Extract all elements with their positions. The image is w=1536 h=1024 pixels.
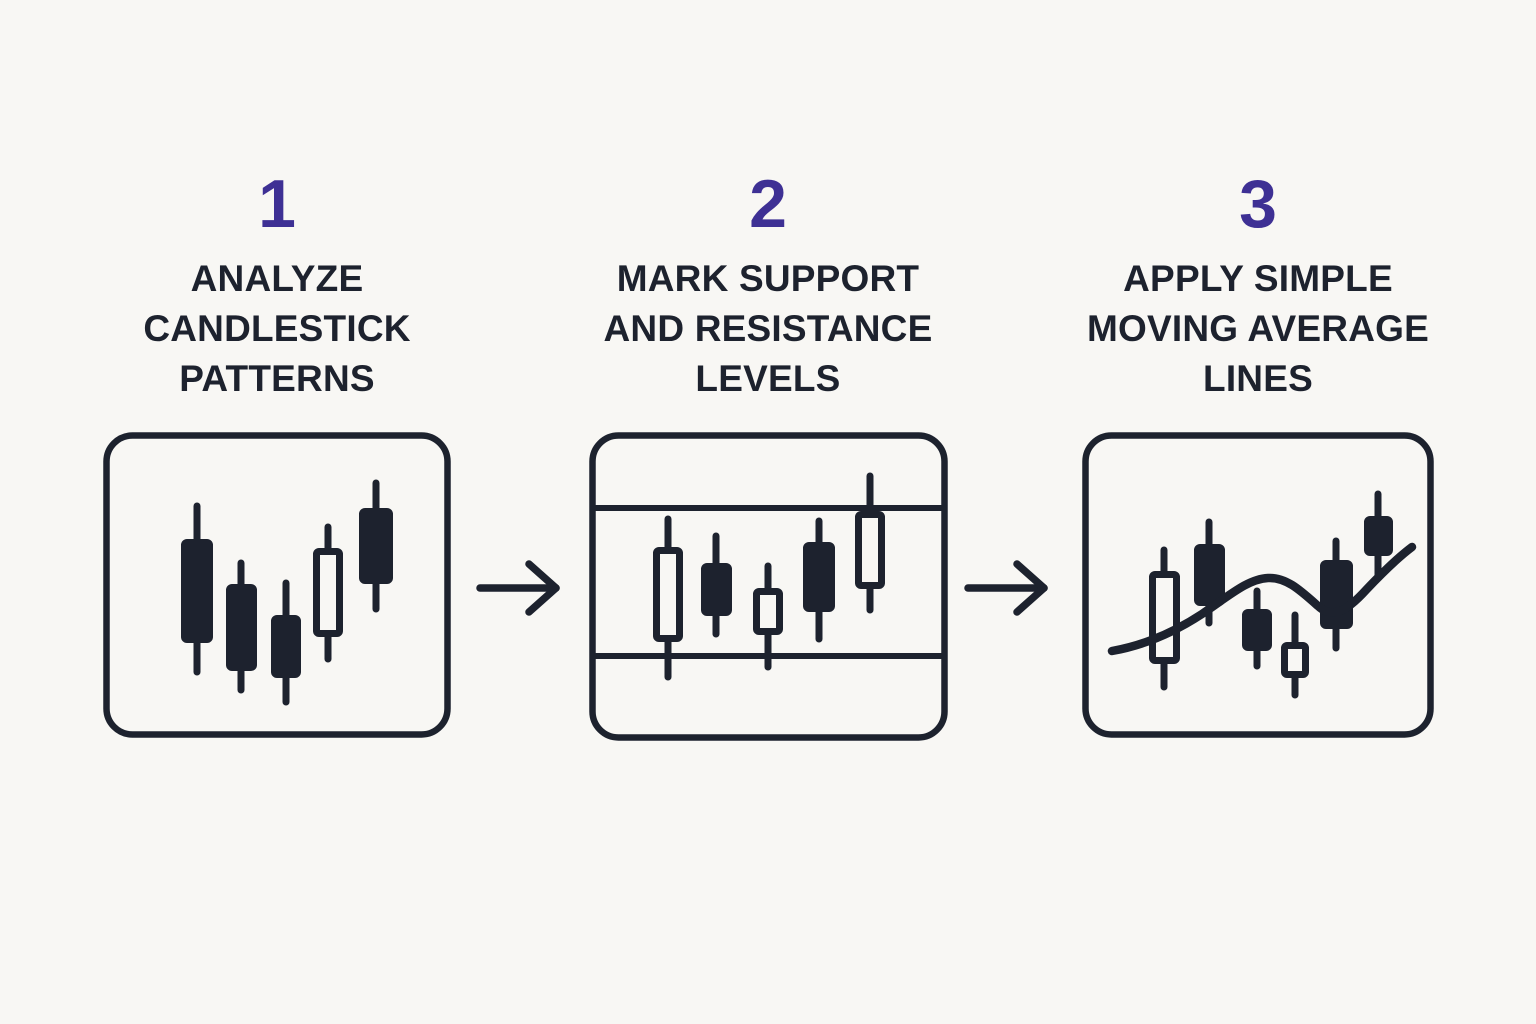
step-3-title-line-1: APPLY SIMPLE <box>1123 258 1393 299</box>
step-3-title-line-3: LINES <box>1203 358 1313 399</box>
step-3: 3 APPLY SIMPLE MOVING AVERAGE LINES <box>1038 166 1478 738</box>
step-1-title-line-2: CANDLESTICK <box>143 308 411 349</box>
step-2-title-line-1: MARK SUPPORT <box>616 258 920 299</box>
step-1: 1 ANALYZE CANDLESTICK PATTERNS <box>57 166 497 738</box>
step-2-title-line-2: AND RESISTANCE <box>603 308 933 349</box>
step-1-title: ANALYZE CANDLESTICK PATTERNS <box>143 254 410 404</box>
step-3-title-line-2: MOVING AVERAGE <box>1087 308 1429 349</box>
right-arrow-icon <box>472 560 568 616</box>
right-arrow-icon <box>960 560 1056 616</box>
candlestick-pattern-icon <box>103 432 451 738</box>
step-1-title-line-3: PATTERNS <box>179 358 375 399</box>
step-2: 2 MARK SUPPORT AND RESISTANCE LEVELS <box>548 166 988 741</box>
step-2-number: 2 <box>749 166 787 242</box>
step-1-title-line-1: ANALYZE <box>190 258 364 299</box>
step-2-title-line-3: LEVELS <box>695 358 841 399</box>
support-resistance-icon <box>588 432 948 741</box>
step-3-number: 3 <box>1239 166 1277 242</box>
step-2-title: MARK SUPPORT AND RESISTANCE LEVELS <box>604 254 933 404</box>
moving-average-icon <box>1082 432 1434 738</box>
step-1-number: 1 <box>258 166 296 242</box>
step-3-title: APPLY SIMPLE MOVING AVERAGE LINES <box>1087 254 1429 404</box>
